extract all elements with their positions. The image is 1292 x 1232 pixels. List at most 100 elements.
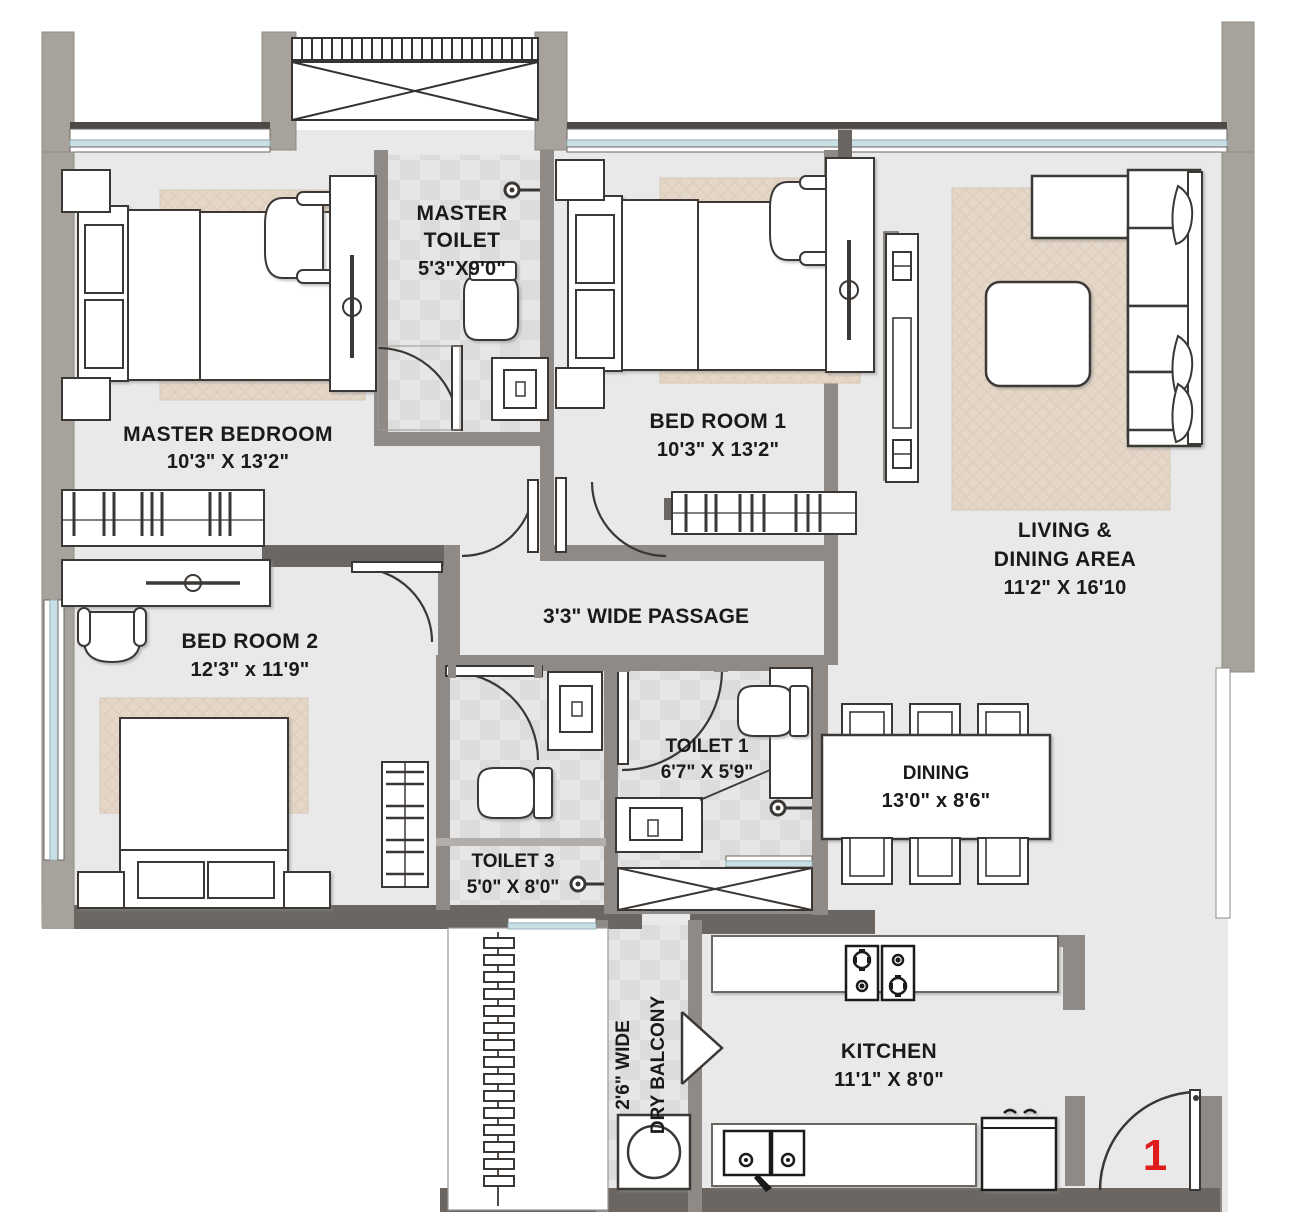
bedroom1-furniture (555, 157, 919, 535)
toilet1-fixtures (615, 667, 813, 873)
kitchen-sink (722, 1129, 806, 1192)
label-master-toilet: MASTER TOILET 5'3"X9'0" (416, 202, 507, 280)
label-bed-room-2-name: BED ROOM 2 (181, 630, 318, 653)
bed-mattress-bedroom2 (119, 717, 289, 851)
refrigerator (980, 1108, 1058, 1192)
label-dining-dim: 13'0" x 8'6" (882, 790, 991, 812)
pillow-master-1 (84, 224, 124, 294)
nightstand-master-top (61, 169, 111, 213)
balcony-chevron (680, 1011, 724, 1085)
label-bed-room-1-name: BED ROOM 1 (649, 410, 786, 433)
window-left-bedroom2 (43, 599, 65, 861)
label-living-dining-dim: 11'2" X 16'10 (1004, 577, 1127, 599)
dining-chair-bottom-3 (977, 837, 1029, 885)
wc-toilet1 (737, 685, 809, 737)
pillow-bedroom1-1 (575, 214, 615, 284)
dining-chair-bottom-1 (841, 837, 893, 885)
dining-table (820, 733, 1052, 841)
entry-door (1098, 1089, 1201, 1191)
window-balcony-top (507, 917, 597, 930)
shower-toilet3 (569, 875, 604, 893)
door-toilet3 (445, 664, 543, 761)
bedroom2-furniture (61, 489, 429, 909)
interior-doors (351, 477, 728, 772)
label-dining: DINING 13'0" x 8'6" (882, 763, 991, 812)
label-living-dining-name-line2: DINING AREA (994, 548, 1136, 571)
tv-console-bedroom2 (61, 489, 265, 547)
dining-chair-bottom-2 (909, 837, 961, 885)
label-dry-balcony-width: 2'6" WIDE (613, 1020, 634, 1110)
washbasin-toilet3 (547, 671, 603, 751)
master-toilet-fixtures (377, 181, 549, 431)
dresser-bedroom2 (61, 559, 271, 607)
unit-number-badge: 1 (1143, 1131, 1167, 1180)
label-kitchen-dim: 11'1" X 8'0" (834, 1069, 944, 1091)
coffee-table (984, 280, 1092, 388)
wardrobe-bedroom1 (825, 157, 875, 373)
chair-bedroom2 (77, 607, 147, 664)
bed-headboard-master (121, 209, 201, 381)
kitchen-fixtures (711, 935, 1201, 1192)
top-duct-grille (291, 37, 539, 121)
label-master-bedroom: MASTER BEDROOM 10'3" X 13'2" (123, 423, 333, 473)
toilet3-fixtures (477, 671, 604, 893)
pillow-master-2 (84, 299, 124, 369)
label-toilet-3: TOILET 3 5'0" X 8'0" (467, 851, 560, 898)
shelf-bedroom2 (381, 761, 429, 888)
label-living-dining-name-line1: LIVING & (1018, 519, 1112, 542)
gas-stove (844, 944, 916, 1002)
label-master-bedroom-dim: 10'3" X 13'2" (167, 451, 289, 473)
console-bedroom1 (671, 491, 857, 535)
chair-master (264, 191, 336, 284)
washing-machine (616, 1113, 692, 1191)
dining-furniture (820, 703, 1052, 885)
shower-master-toilet (503, 181, 540, 199)
label-passage: 3'3" WIDE PASSAGE (543, 605, 749, 628)
label-kitchen: KITCHEN 11'1" X 8'0" (834, 1040, 944, 1091)
door-master-bedroom (461, 479, 539, 558)
label-master-toilet-name-line2: TOILET (424, 229, 501, 252)
window-band-top-left (69, 122, 271, 153)
label-master-toilet-name-line1: MASTER (416, 202, 507, 225)
label-bed-room-2: BED ROOM 2 12'3" x 11'9" (181, 630, 318, 681)
room-labels: MASTER BEDROOM 10'3" X 13'2" MASTER TOIL… (123, 202, 1167, 1180)
label-toilet-1-dim: 6'7" X 5'9" (661, 762, 754, 783)
nightstand-bedroom1-bottom (555, 367, 605, 409)
sectional-sofa (1030, 168, 1203, 448)
label-toilet-3-name: TOILET 3 (471, 851, 554, 872)
label-toilet-3-dim: 5'0" X 8'0" (467, 877, 560, 898)
living-area-furniture (951, 168, 1203, 511)
wc-master-toilet (463, 261, 519, 341)
door-toilet1 (616, 664, 728, 772)
balcony-railing (447, 917, 609, 1211)
wc-toilet3 (477, 767, 553, 819)
pillow-bedroom2-2 (207, 861, 275, 899)
master-bedroom-furniture (61, 169, 377, 421)
pillow-bedroom2-1 (137, 861, 205, 899)
door-bedroom2 (351, 561, 443, 643)
washbasin-toilet1 (615, 769, 771, 853)
label-dry-balcony: DRY BALCONY (648, 996, 669, 1135)
nightstand-bedroom2-left (77, 871, 125, 909)
label-toilet-1-name: TOILET 1 (665, 736, 748, 757)
label-master-bedroom-name: MASTER BEDROOM (123, 423, 333, 446)
structural-walls (41, 21, 1255, 1212)
duct-lower (617, 867, 813, 911)
shower-toilet1 (769, 799, 812, 817)
label-master-toilet-dim: 5'3"X9'0" (418, 258, 506, 280)
window-band-top-right (566, 122, 1228, 153)
label-bed-room-1: BED ROOM 1 10'3" X 13'2" (649, 410, 786, 461)
door-bedroom1 (555, 477, 667, 558)
label-kitchen-name: KITCHEN (841, 1040, 937, 1063)
label-living-dining: LIVING & DINING AREA 11'2" X 16'10 (994, 519, 1136, 599)
pillow-bedroom1-2 (575, 289, 615, 359)
wardrobe-master (329, 175, 377, 392)
nightstand-bedroom2-right (283, 871, 331, 909)
nightstand-bedroom1-top (555, 159, 605, 201)
shelving-unit-bedroom1 (885, 233, 919, 483)
dry-balcony-fixtures (616, 1011, 724, 1191)
label-toilet-1: TOILET 1 6'7" X 5'9" (661, 736, 754, 783)
label-bed-room-1-dim: 10'3" X 13'2" (657, 439, 779, 461)
